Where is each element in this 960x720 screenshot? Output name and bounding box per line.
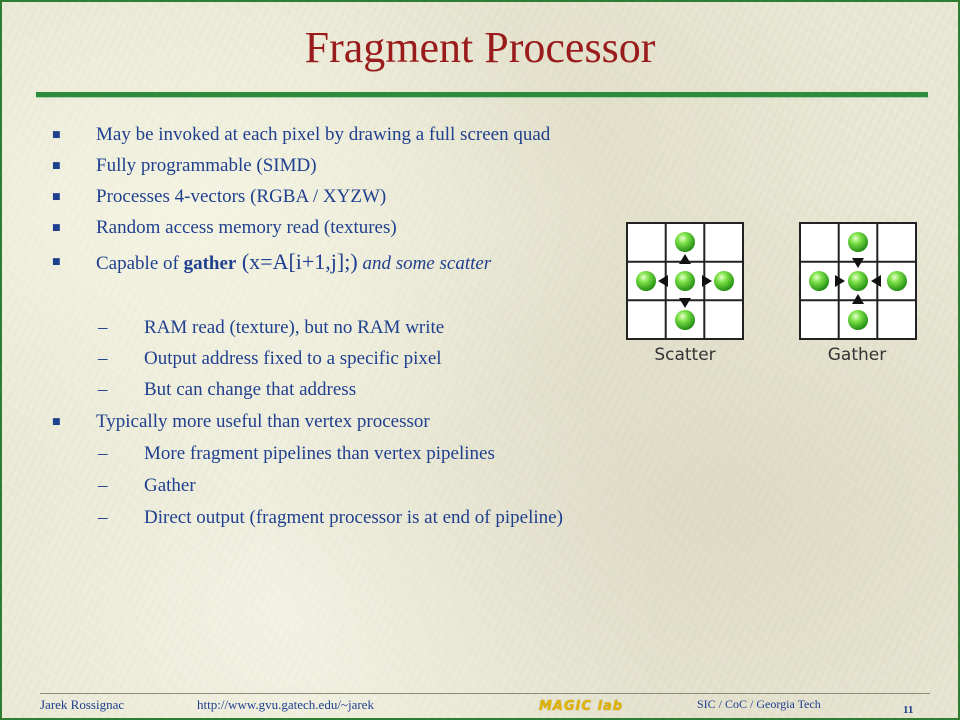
green-ball-icon	[675, 310, 695, 330]
footer-affiliation: SIC / CoC / Georgia Tech	[697, 697, 821, 711]
bullet-square-icon: ■	[52, 192, 61, 202]
bullet-text: RAM read (texture), but no RAM write	[144, 317, 445, 338]
arrow-up-icon	[852, 294, 864, 304]
arrow-right-icon	[702, 275, 712, 287]
green-ball-icon	[848, 232, 868, 252]
green-ball-icon	[714, 271, 734, 291]
footer-author: Jarek Rossignac	[40, 697, 125, 712]
page-number: 11	[903, 704, 914, 716]
bullet-text: May be invoked at each pixel by drawing …	[96, 124, 551, 145]
green-ball-icon	[887, 271, 907, 291]
dash-marker: –	[98, 317, 108, 338]
bullet-text: Capable of gather (x=A[i+1,j];) and some…	[96, 250, 491, 276]
green-ball-icon	[636, 271, 656, 291]
bullet-square-icon: ■	[52, 161, 61, 171]
arrow-down-icon	[852, 258, 864, 268]
arrow-right-icon	[835, 275, 845, 287]
bullet-square-icon: ■	[52, 130, 61, 140]
arrow-up-icon	[679, 254, 691, 264]
scatter-grid	[626, 222, 744, 340]
dash-marker: –	[98, 379, 108, 400]
bullet-square-icon: ■	[52, 417, 61, 427]
footer-url[interactable]: http://www.gvu.gatech.edu/~jarek	[197, 697, 374, 712]
bullet-text-code: (x=A[i+1,j];)	[236, 249, 358, 274]
arrow-left-icon	[871, 275, 881, 287]
bullet-text-bold: gather	[183, 253, 237, 274]
green-ball-icon	[809, 271, 829, 291]
scatter-diagram	[626, 222, 744, 340]
bullet-text: Processes 4-vectors (RGBA / XYZW)	[96, 186, 387, 207]
green-ball-icon	[675, 271, 695, 291]
arrow-left-icon	[658, 275, 668, 287]
bullet-text-suffix: and some scatter	[357, 253, 492, 274]
dash-marker: –	[98, 348, 108, 369]
bullet-text: Typically more useful than vertex proces…	[96, 411, 430, 432]
gather-diagram	[799, 222, 917, 340]
slide-title: Fragment Processor	[304, 23, 656, 72]
bullet-text: Random access memory read (textures)	[96, 217, 397, 238]
arrow-down-icon	[679, 298, 691, 308]
magic-lab-logo: MAGIC lab	[539, 699, 624, 714]
bullet-list: ■ May be invoked at each pixel by drawin…	[52, 124, 563, 528]
dash-marker: –	[98, 443, 108, 464]
scatter-label: Scatter	[654, 345, 716, 365]
bullet-square-icon: ■	[52, 257, 61, 267]
green-ball-icon	[848, 271, 868, 291]
dash-marker: –	[98, 507, 108, 528]
bullet-text: Gather	[144, 475, 196, 496]
dash-marker: –	[98, 475, 108, 496]
bullet-square-icon: ■	[52, 223, 61, 233]
gather-label: Gather	[827, 345, 887, 365]
green-ball-icon	[848, 310, 868, 330]
green-ball-icon	[675, 232, 695, 252]
title-divider	[36, 92, 928, 98]
bullet-text: Fully programmable (SIMD)	[96, 155, 317, 176]
bullet-text-prefix: Capable of	[96, 253, 184, 274]
bullet-text: Direct output (fragment processor is at …	[144, 507, 563, 528]
footer-divider	[40, 693, 930, 694]
bullet-text: But can change that address	[144, 379, 357, 400]
bullet-text: Output address fixed to a specific pixel	[144, 348, 442, 369]
gather-grid	[799, 222, 917, 340]
bullet-text: More fragment pipelines than vertex pipe…	[144, 443, 495, 464]
